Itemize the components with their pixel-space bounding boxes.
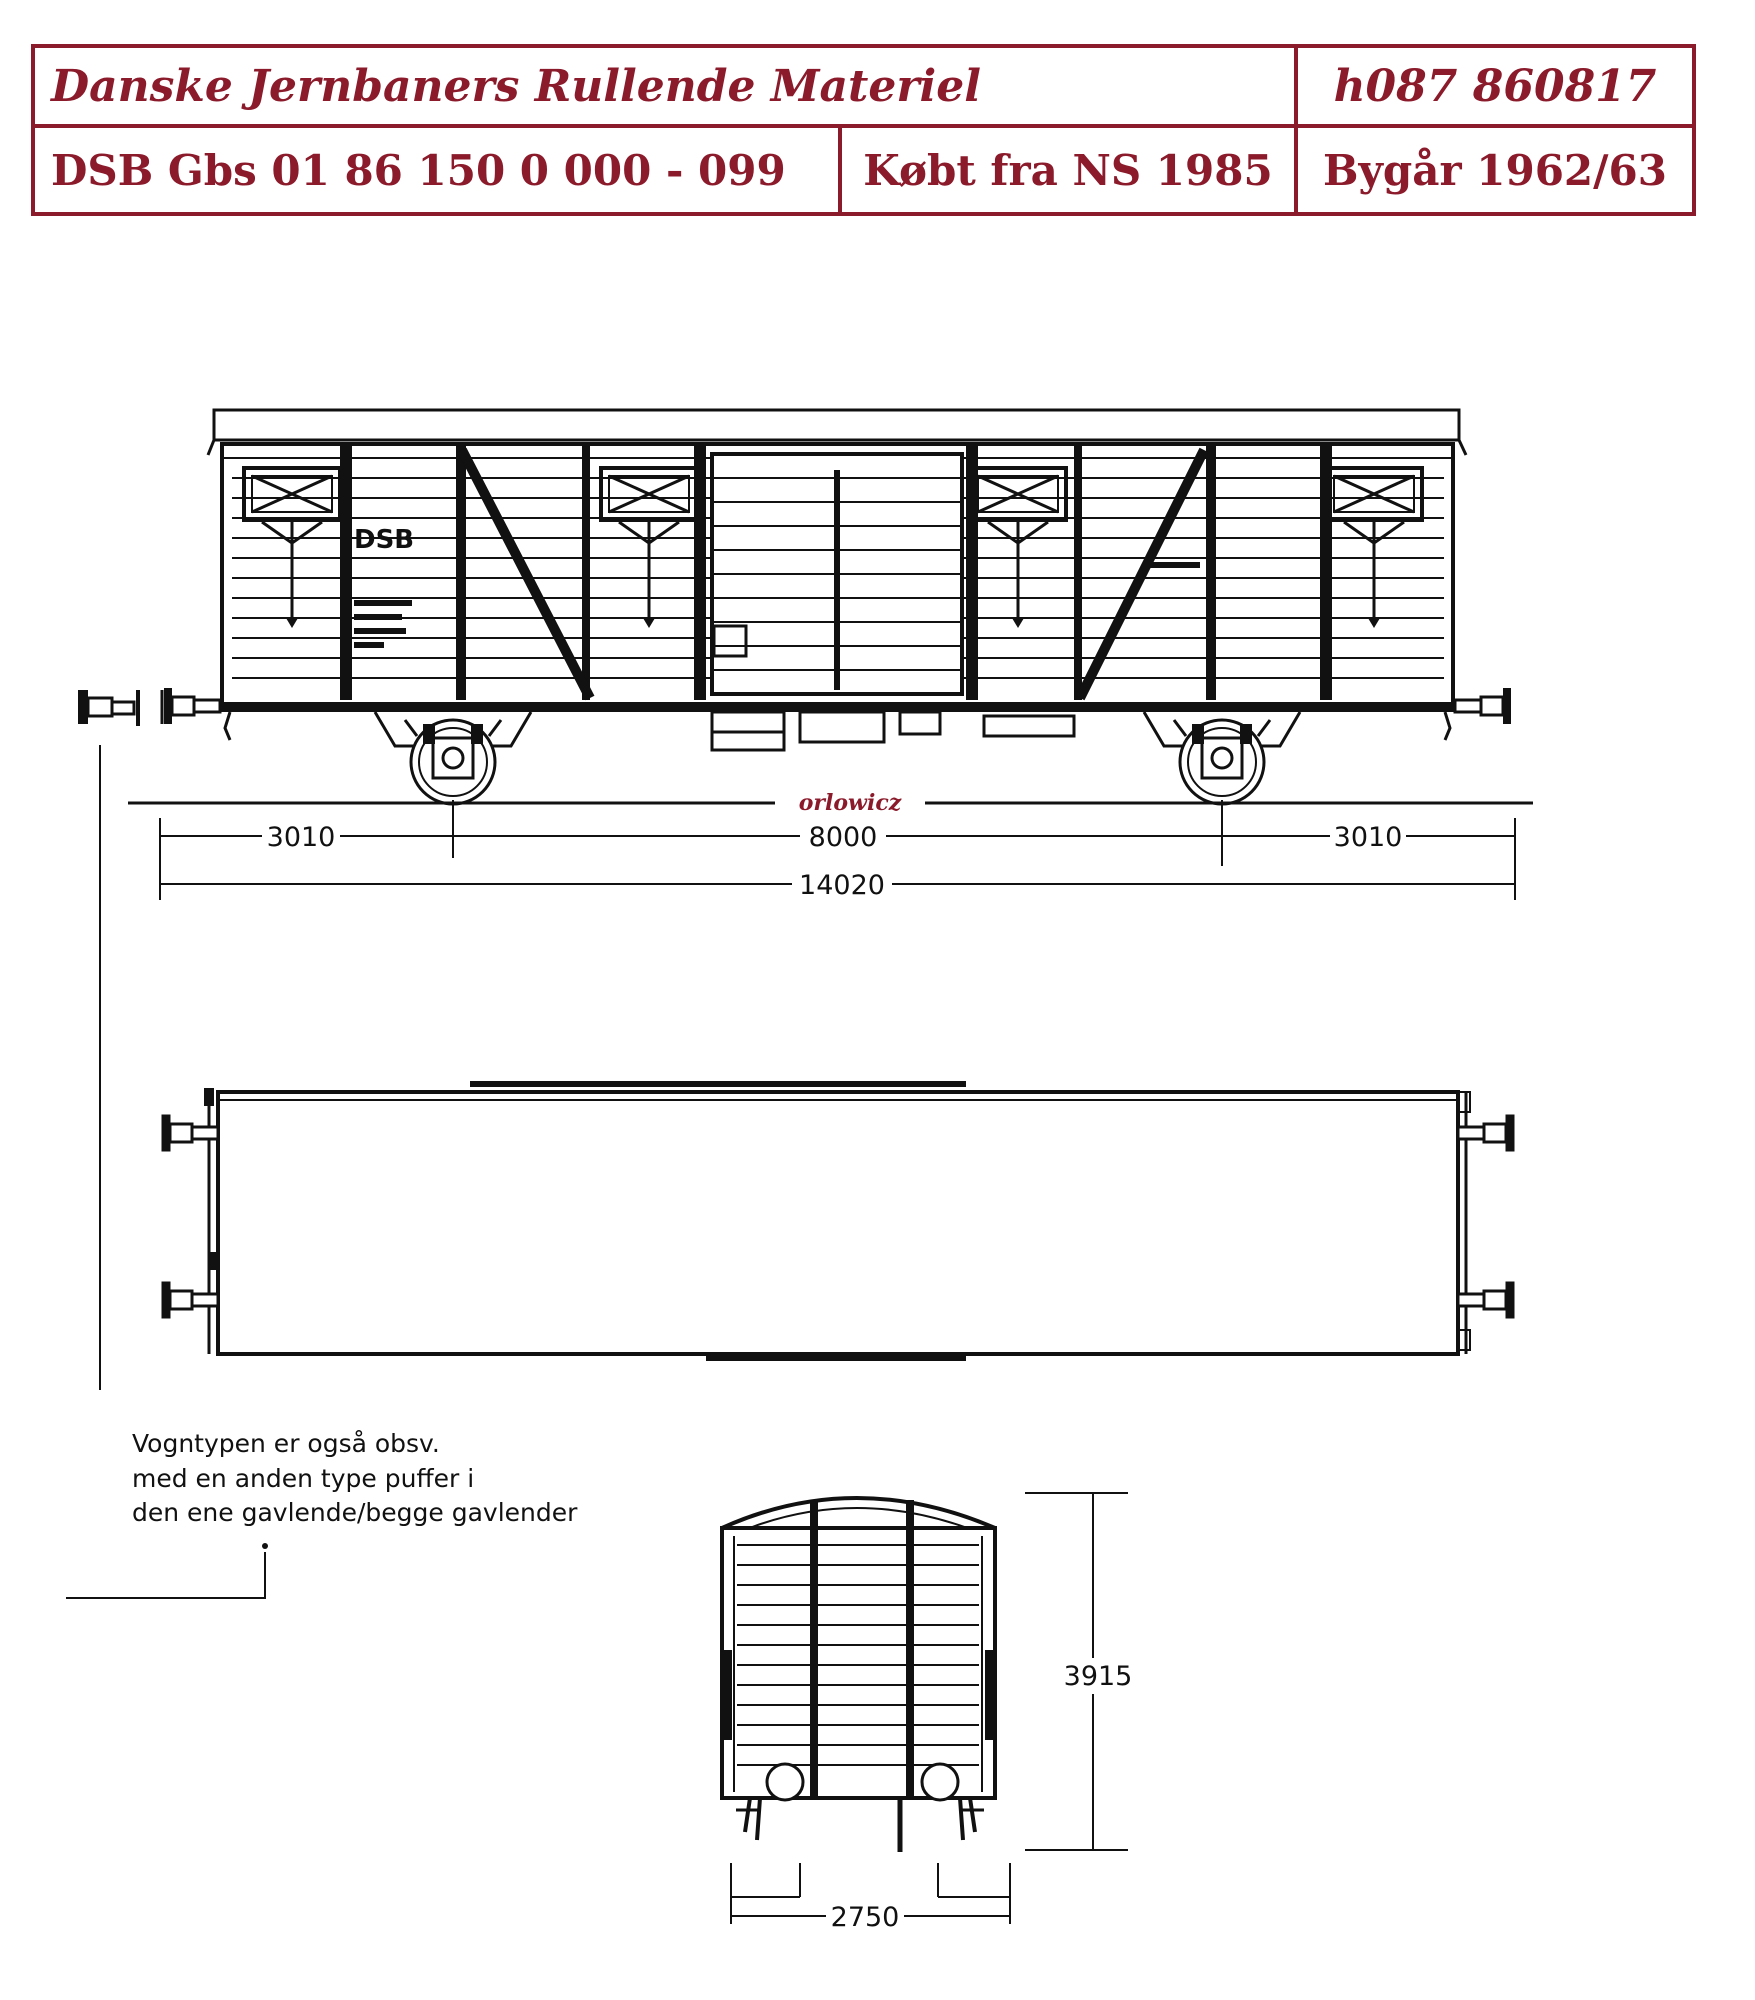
dim-overhang-left: 3010 bbox=[267, 822, 336, 853]
sheet-code: h087 860817 bbox=[1333, 60, 1657, 112]
dim-height: 3915 bbox=[1064, 1661, 1133, 1692]
series-title: Danske Jernbaners Rullende Materiel bbox=[35, 48, 1298, 124]
note-line-3: den ene gavlende/begge gavlender bbox=[132, 1498, 578, 1527]
end-view-dimensions bbox=[730, 1492, 1128, 1924]
side-view: DSB bbox=[78, 408, 1513, 1390]
wagon-designation: DSB Gbs 01 86 150 0 000 - 099 bbox=[35, 128, 842, 212]
length-dimensions bbox=[159, 800, 1516, 900]
dim-overhang-right: 3010 bbox=[1334, 822, 1403, 853]
dim-length-over-buffers: 14020 bbox=[799, 870, 885, 901]
side-marking: DSB bbox=[354, 525, 414, 555]
purchase-info: Købt fra NS 1985 bbox=[842, 128, 1298, 212]
end-view bbox=[720, 1496, 997, 1852]
title-block-row-2: DSB Gbs 01 86 150 0 000 - 099 Købt fra N… bbox=[35, 128, 1692, 212]
note: Vogntypen er også obsv. med en anden typ… bbox=[66, 1429, 578, 1599]
title-block: Danske Jernbaners Rullende Materiel h087… bbox=[31, 44, 1696, 216]
dim-width: 2750 bbox=[831, 1902, 900, 1933]
dim-wheelbase: 8000 bbox=[809, 822, 878, 853]
note-line-1: Vogntypen er også obsv. bbox=[132, 1429, 440, 1458]
watermark: orlowicz bbox=[799, 790, 902, 816]
note-line-2: med en anden type puffer i bbox=[132, 1464, 474, 1493]
title-block-row-1: Danske Jernbaners Rullende Materiel h087… bbox=[35, 48, 1692, 128]
top-view bbox=[160, 1081, 1516, 1361]
build-years: Bygår 1962/63 bbox=[1323, 145, 1667, 195]
